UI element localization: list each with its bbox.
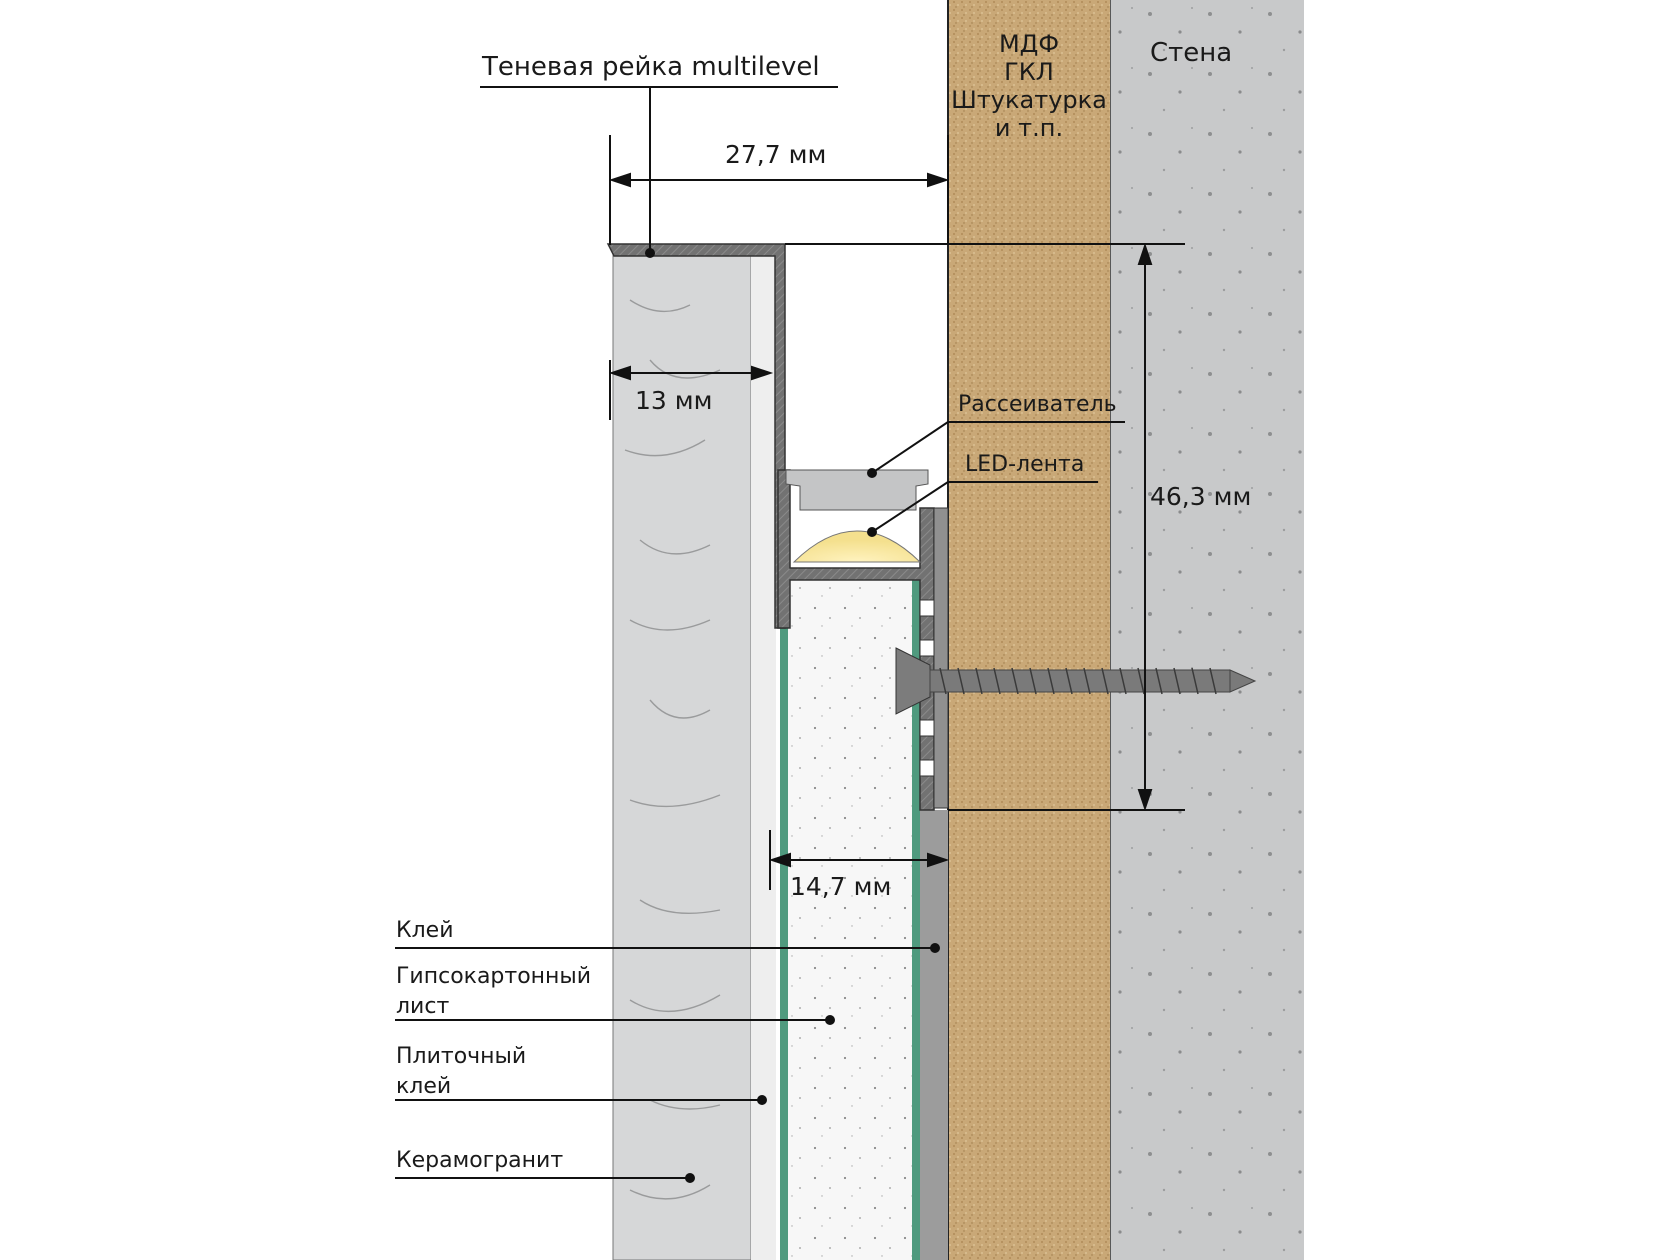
wall-concrete [1110,0,1304,1260]
tile-porcelain [612,251,752,1260]
glue [920,810,948,1260]
callout-line: лист [396,994,450,1019]
substrate-label-line: МДФ [998,30,1060,58]
substrate-mdf [948,0,1110,1260]
callout-led-strip: LED-лента [965,452,1085,477]
callout-porcelain: Керамогранит [396,1148,564,1173]
substrate-label-line: Штукатурка [951,86,1107,114]
callout-line: Плиточный [396,1044,527,1069]
callout-title: Теневая рейка multilevel [482,52,820,82]
screw [895,647,1257,715]
dim-channel-width: 14,7 мм [790,872,892,901]
substrate-label-line: и т.п. [994,114,1064,142]
dim-height: 46,3 мм [1150,482,1252,511]
substrate-label-line: ГКЛ [1004,58,1054,86]
callout-drywall: Гипсокартонный лист [396,962,591,1022]
callout-line: Гипсокартонный [396,964,592,989]
dim-width-total: 27,7 мм [725,140,827,169]
substrate-label: МДФ ГКЛ Штукатурка и т.п. [948,30,1110,142]
dim-tile-depth: 13 мм [635,386,713,415]
callout-line: клей [396,1074,452,1099]
diffuser [785,469,929,511]
led-strip [792,530,922,563]
callout-tile-glue: Плиточный клей [396,1042,526,1102]
wall-label: Стена [1150,38,1233,68]
callout-glue: Клей [396,918,454,943]
tile-glue [751,252,776,1260]
callout-diffuser: Рассеиватель [958,392,1117,417]
